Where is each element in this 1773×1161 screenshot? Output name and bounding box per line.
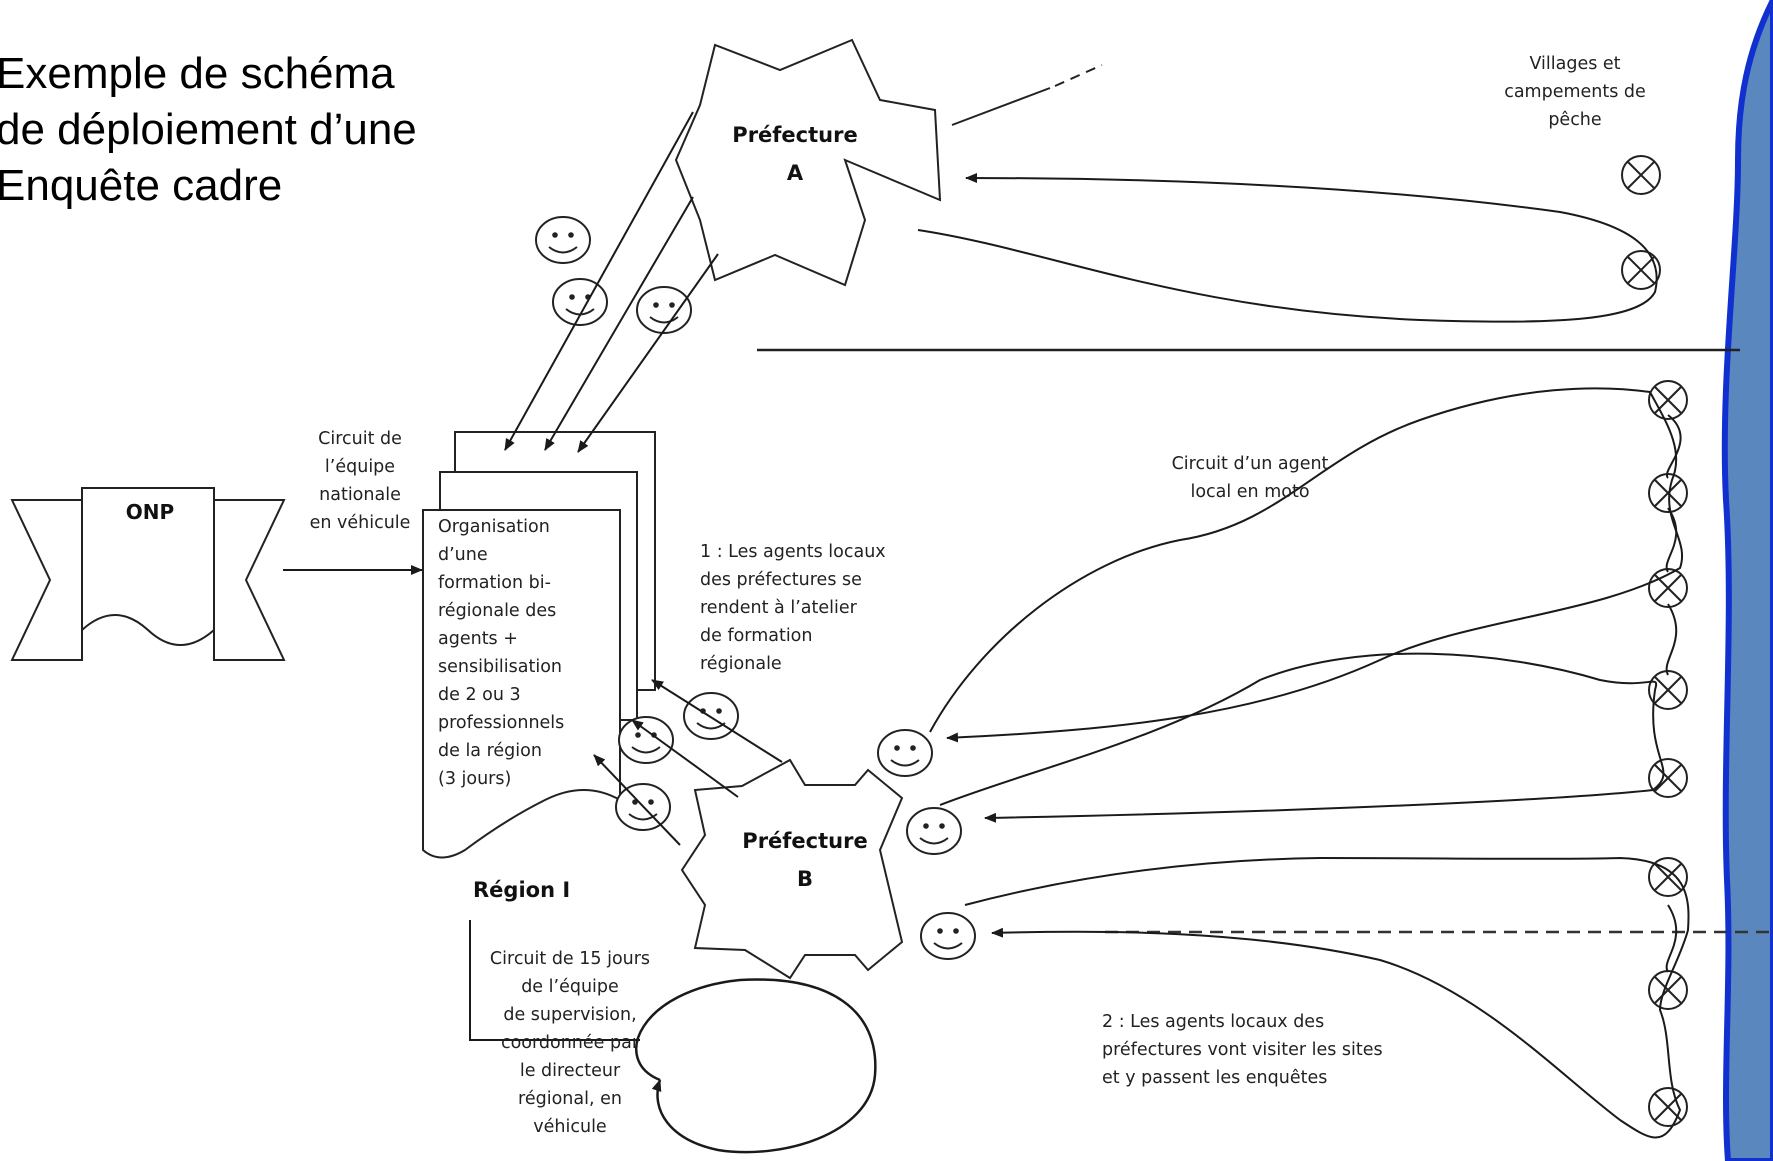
national-circuit-label: Circuit de l’équipe nationale en véhicul…	[309, 429, 411, 533]
agent-smiley-icon	[535, 216, 591, 264]
region-label: Région I	[473, 878, 571, 902]
village-icon	[1621, 155, 1661, 195]
circuit-moto-3	[964, 856, 1690, 1139]
agent-smiley-icon	[877, 729, 933, 777]
note-2-label: 2 : Les agents locaux des préfectures vo…	[1102, 1012, 1383, 1088]
agent-smiley-icon	[618, 716, 674, 764]
village-icon	[1621, 250, 1661, 290]
village-chain	[1665, 414, 1682, 973]
village-icon	[1648, 758, 1688, 798]
note-1-label: 1 : Les agents locaux des préfectures se…	[700, 542, 886, 674]
agent-smiley-icon	[920, 912, 976, 960]
region-document-stack	[422, 431, 656, 859]
training-label: Organisation d’une formation bi- régiona…	[438, 517, 565, 789]
supervision-label: Circuit de 15 jours de l’équipe de super…	[489, 949, 651, 1137]
arrow-prefecture-b	[651, 679, 783, 763]
prefecture-a-label: Préfecture A	[732, 123, 858, 185]
title-line-1: Exemple de schéma	[0, 49, 395, 98]
top-dashed-line	[951, 87, 1051, 126]
arrow-prefecture-b	[631, 719, 739, 798]
arrow-prefecture-a	[544, 196, 694, 451]
agent-smiley-icon	[552, 278, 608, 326]
circuit-loop-a	[917, 173, 1658, 323]
coastline-sea	[1721, 0, 1773, 1161]
supervision-loop	[635, 978, 877, 1154]
onp-banner	[10, 487, 286, 661]
supervision-bracket	[469, 920, 640, 1041]
agent-smiley-icon	[683, 692, 739, 740]
arrow-prefecture-a	[504, 111, 694, 451]
village-icon	[1648, 970, 1688, 1010]
arrow-prefecture-b	[593, 754, 681, 846]
circuit-moto-2	[939, 652, 1665, 823]
agent-smiley-icon	[906, 807, 962, 855]
agent-smiley-icon	[636, 286, 692, 334]
prefecture-b-label: Préfecture B	[742, 829, 868, 891]
title-line-2: de déploiement d’une	[0, 105, 417, 154]
local-agent-circuit-label: Circuit d’un agent local en moto	[1171, 454, 1329, 502]
village-icon	[1648, 1087, 1688, 1127]
prefecture-b-star	[680, 758, 904, 980]
onp-label: ONP	[125, 500, 175, 524]
villages-label: Villages et campements de pêche	[1504, 54, 1646, 130]
village-icon	[1648, 473, 1688, 513]
title-line-3: Enquête cadre	[0, 161, 283, 210]
arrow-prefecture-a	[577, 253, 719, 453]
top-dashed-line-tail	[1054, 64, 1103, 87]
circuit-moto-1	[929, 387, 1683, 743]
prefecture-a-star	[674, 38, 942, 287]
